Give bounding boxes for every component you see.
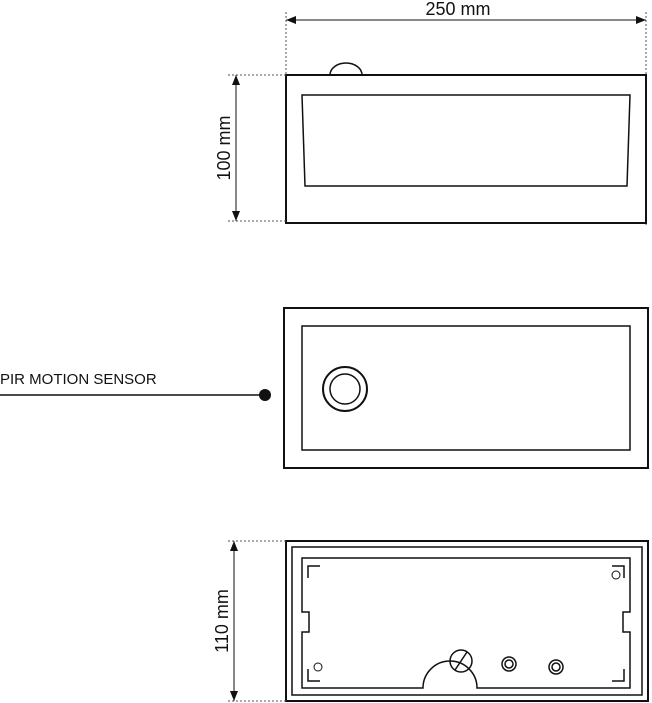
width-label: 250 mm [425, 0, 490, 19]
depth-label: 110 mm [212, 589, 232, 653]
depth-dimension: 110 mm [212, 540, 286, 702]
screw-hole-tr [611, 570, 621, 580]
pir-sensor-label: PIR MOTION SENSOR [0, 371, 157, 388]
width-dimension: 250 mm [285, 0, 647, 225]
bottom-view [283, 307, 649, 469]
mount-outer [285, 540, 649, 702]
mounting-view [285, 540, 649, 702]
corner-bracket-tl [307, 565, 320, 578]
height-label: 100 mm [214, 115, 234, 180]
cable-entry [449, 649, 473, 673]
grommet-1 [501, 656, 517, 672]
sensor-dome [329, 62, 363, 76]
grommet-2 [548, 659, 564, 675]
corner-bracket-tr [612, 565, 625, 578]
front-view [285, 62, 647, 224]
screw-hole-bl [313, 662, 323, 672]
pir-callout: PIR MOTION SENSOR [0, 371, 271, 401]
pir-sensor-inner [329, 373, 361, 405]
front-body [285, 74, 647, 224]
corner-bracket-bl [307, 669, 320, 682]
corner-bracket-br [612, 669, 625, 682]
front-lens [301, 94, 631, 187]
bottom-body [283, 307, 649, 469]
bottom-panel [301, 325, 631, 451]
height-dimension: 100 mm [214, 74, 286, 222]
mount-rim [291, 546, 643, 696]
mount-cavity [301, 557, 631, 689]
pir-sensor-outer [322, 366, 368, 412]
